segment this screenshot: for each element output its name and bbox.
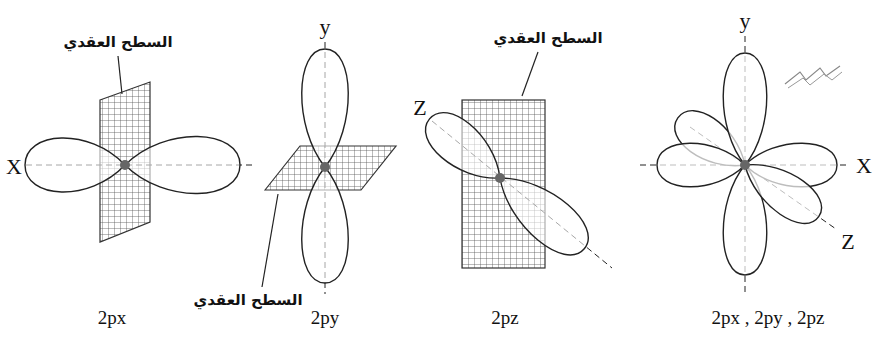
scribble [788, 72, 842, 88]
nodal-plane-label: السطح العقدي [493, 30, 602, 47]
orbital-lobes [25, 136, 240, 193]
orbital-lobes [416, 102, 600, 266]
orbital-label: 2px [98, 308, 127, 329]
nodal-plane-label: السطح العقدي [63, 34, 172, 51]
leader-line [118, 56, 122, 94]
axis-label: Z [413, 96, 426, 120]
leader-line [522, 52, 538, 96]
axis-label: Z [841, 230, 854, 254]
nodal-plane-label: السطح العقدي [193, 292, 302, 309]
axis-label: y [740, 9, 751, 33]
axis-label: X [6, 155, 22, 179]
orbital-lobes [302, 49, 349, 283]
orbital-label: 2py [311, 308, 340, 329]
leader-line [262, 194, 278, 287]
orbital-label: 2px , 2py , 2pz [712, 308, 825, 329]
axis-label: y [320, 15, 331, 39]
scribble [785, 66, 840, 84]
axis-label: X [856, 154, 872, 178]
orbital-lobes [657, 53, 837, 275]
orbital-label: 2pz [491, 308, 518, 329]
orbital-drawing [25, 36, 850, 294]
